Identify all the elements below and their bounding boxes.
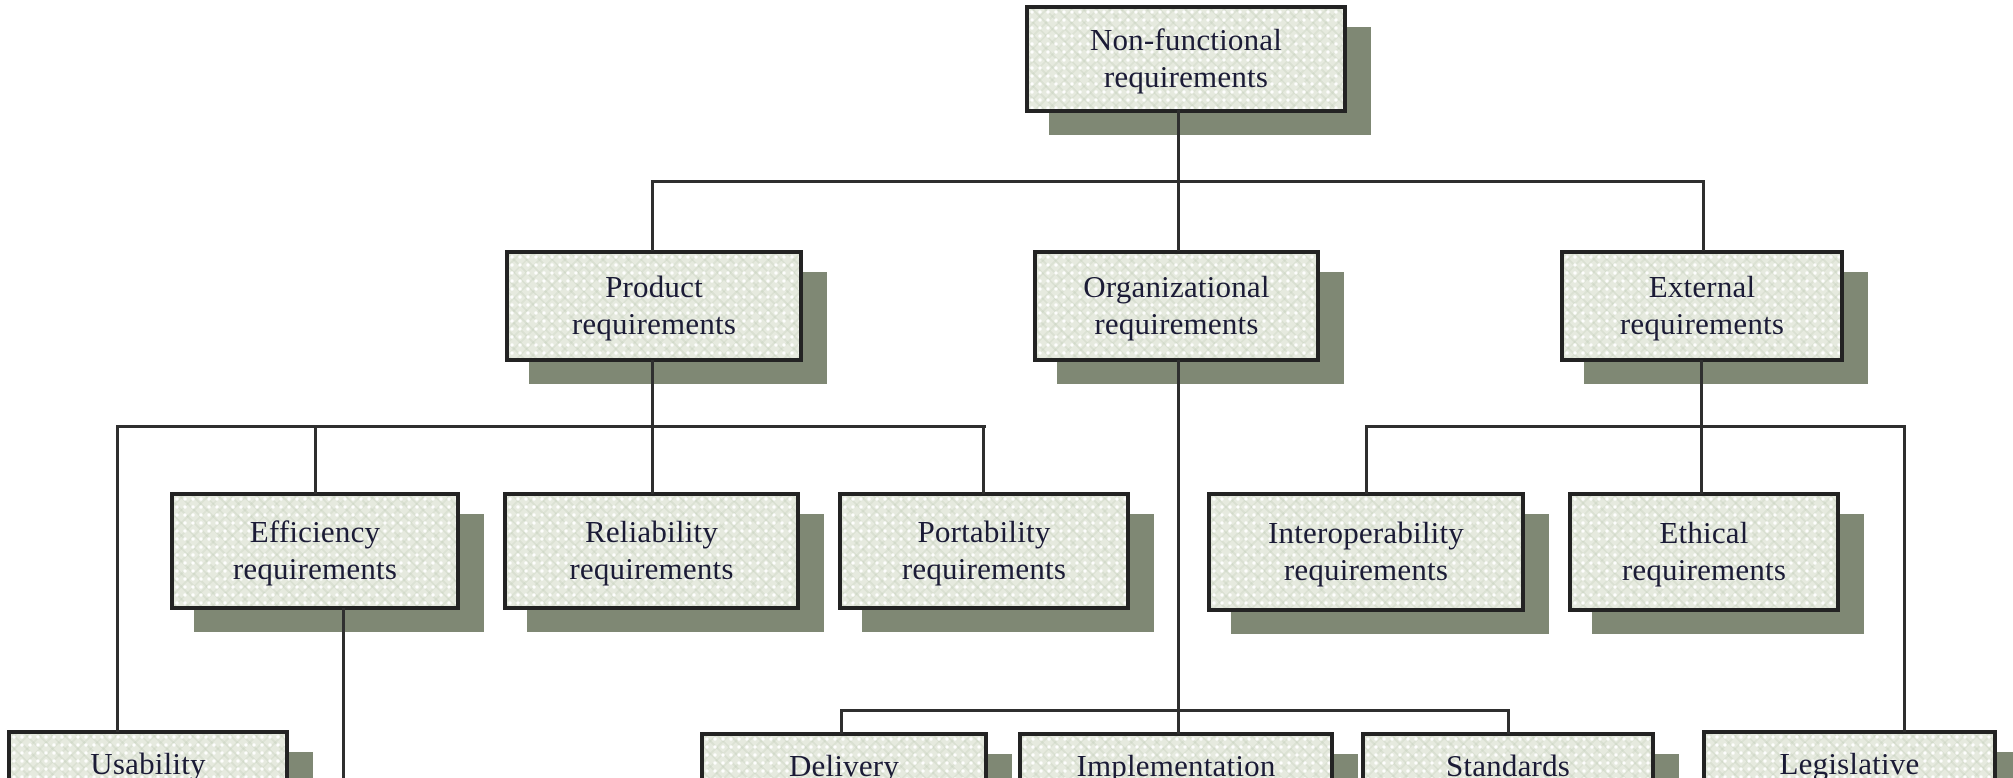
node-organizational-requirements: Organizational requirements xyxy=(1033,250,1320,362)
edge-drop-delivery xyxy=(840,709,843,734)
node-delivery-requirements: Delivery xyxy=(700,732,988,778)
edge-drop-organizational xyxy=(1177,180,1180,251)
edge-drop-product xyxy=(651,180,654,251)
node-external-requirements: External requirements xyxy=(1560,250,1844,362)
node-label: Delivery xyxy=(788,748,900,778)
edge-external-stem xyxy=(1700,360,1703,428)
edge-drop-efficiency xyxy=(314,425,317,494)
node-label: Non-functional requirements xyxy=(1089,22,1283,94)
node-label: Organizational requirements xyxy=(1083,269,1270,341)
edge-drop-legislative xyxy=(1903,425,1906,732)
node-label: Portability requirements xyxy=(901,514,1067,586)
node-label: Implementation xyxy=(1076,748,1276,778)
node-ethical-requirements: Ethical requirements xyxy=(1568,492,1840,612)
edge-efficiency-stem xyxy=(342,608,345,778)
node-label: Usability xyxy=(90,746,206,778)
node-product-requirements: Product requirements xyxy=(505,250,803,362)
edge-organizational-stem xyxy=(1177,360,1180,712)
node-label: Product requirements xyxy=(571,269,737,341)
node-label: Interoperability requirements xyxy=(1267,515,1464,587)
node-implementation-requirements: Implementation xyxy=(1018,732,1334,778)
node-usability-requirements: Usability xyxy=(7,730,289,778)
node-reliability-requirements: Reliability requirements xyxy=(503,492,800,610)
node-label: Ethical requirements xyxy=(1621,515,1787,587)
node-label: External requirements xyxy=(1619,269,1785,341)
node-label: Reliability requirements xyxy=(569,514,734,586)
node-nonfunctional-requirements: Non-functional requirements xyxy=(1025,5,1347,113)
edge-external-rail xyxy=(1365,425,1906,428)
edge-root-stem xyxy=(1177,110,1180,182)
edge-drop-usability xyxy=(116,425,119,732)
node-standards-requirements: Standards xyxy=(1361,732,1655,778)
edge-drop-external xyxy=(1702,180,1705,251)
node-efficiency-requirements: Efficiency requirements xyxy=(170,492,460,610)
edge-drop-interoperability xyxy=(1365,425,1368,494)
node-label: Efficiency requirements xyxy=(232,514,398,586)
edge-drop-portability xyxy=(982,425,985,494)
edge-product-rail xyxy=(116,425,986,428)
node-portability-requirements: Portability requirements xyxy=(838,492,1130,610)
node-label: Standards xyxy=(1445,748,1571,778)
edge-drop-implementation xyxy=(1177,709,1180,734)
edge-drop-standards xyxy=(1507,709,1510,734)
node-label: Legislative xyxy=(1779,746,1920,778)
node-interoperability-requirements: Interoperability requirements xyxy=(1207,492,1525,612)
edge-product-stem xyxy=(651,360,654,428)
edge-organizational-rail xyxy=(840,709,1510,712)
node-legislative-requirements: Legislative xyxy=(1702,730,1997,778)
edge-drop-reliability xyxy=(651,425,654,494)
edge-drop-ethical xyxy=(1700,425,1703,494)
